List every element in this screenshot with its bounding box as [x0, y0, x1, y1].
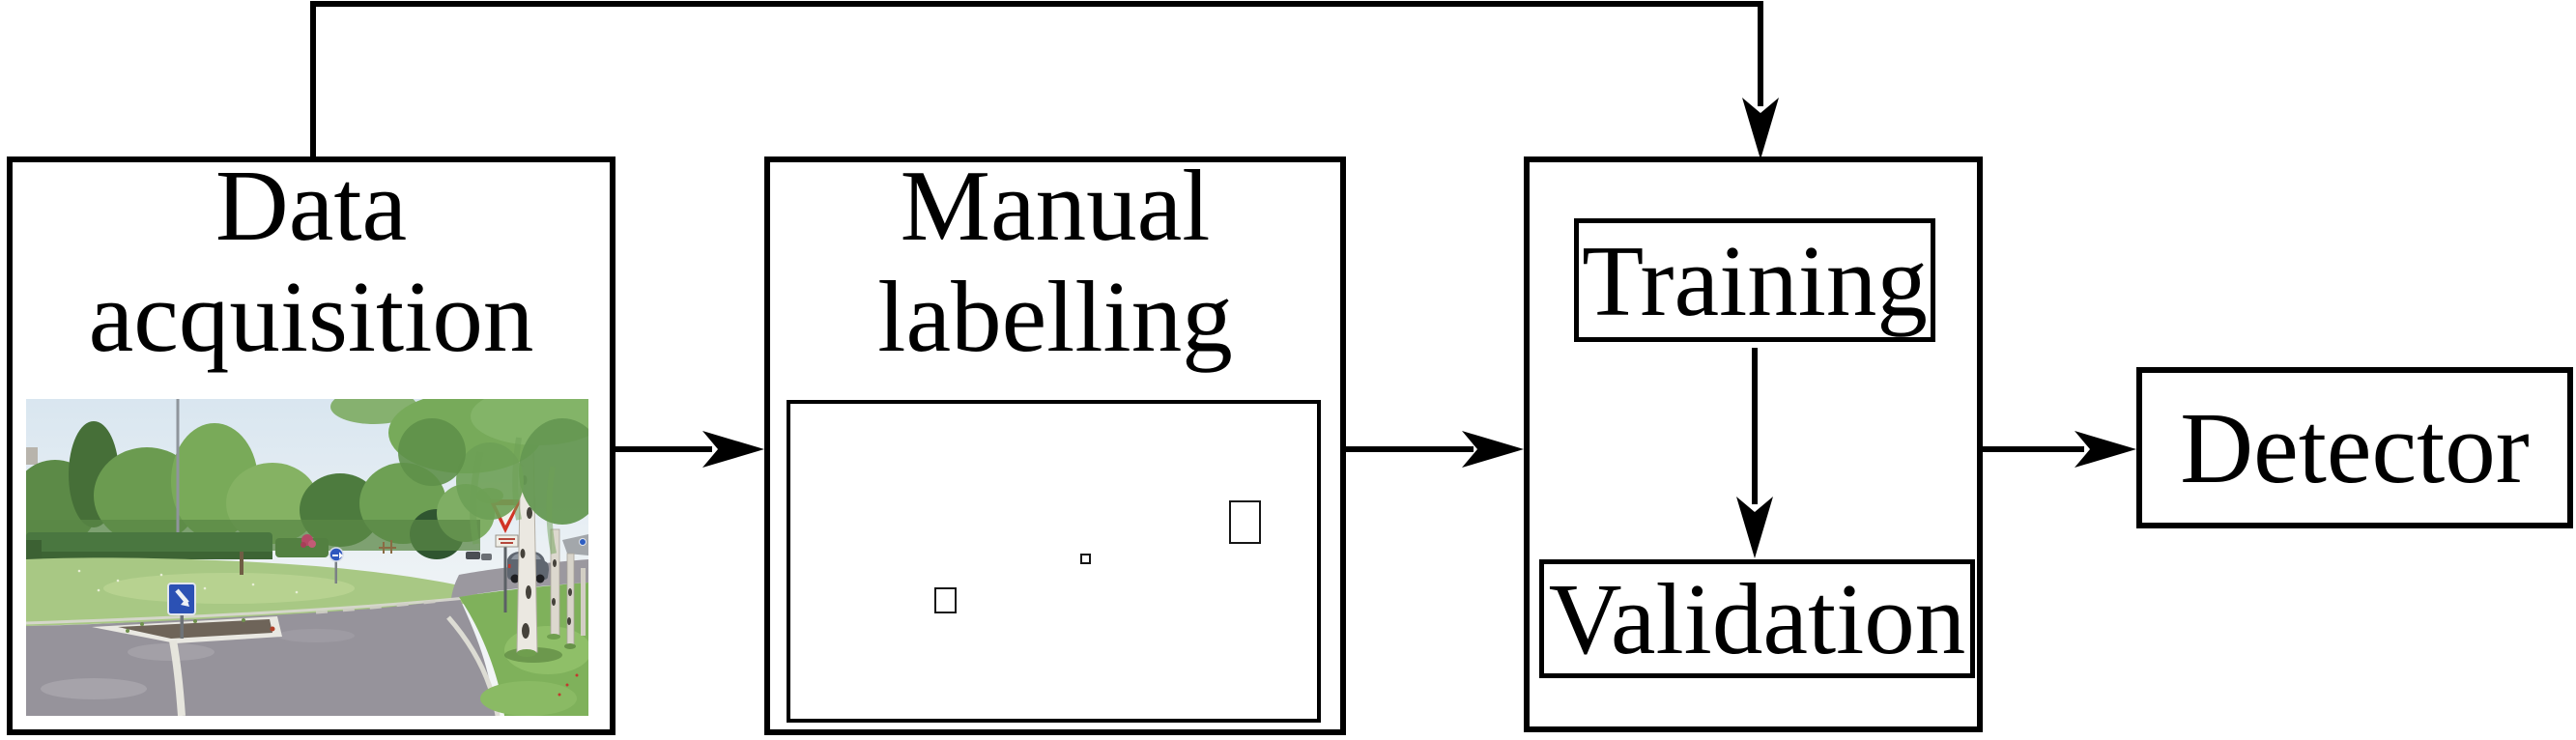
training-label: Training [1582, 223, 1928, 337]
photo-lamp-pole [176, 399, 180, 540]
labelling-canvas [787, 400, 1321, 723]
detector-label: Detector [2180, 391, 2530, 504]
photo-front-foliage [330, 399, 588, 555]
annotation-box [1229, 500, 1261, 544]
photo-traffic-island [92, 616, 282, 716]
validation-label: Validation [1548, 562, 1966, 675]
validation-box: Validation [1539, 559, 1975, 678]
detector-box: Detector [2136, 367, 2573, 528]
photo-keep-right-sign [167, 583, 196, 639]
annotation-box [934, 587, 957, 613]
training-box: Training [1574, 218, 1935, 342]
road-scene-photo [26, 399, 588, 716]
annotation-box [1080, 554, 1091, 564]
photo-mini-roundabout-sign [329, 547, 344, 583]
